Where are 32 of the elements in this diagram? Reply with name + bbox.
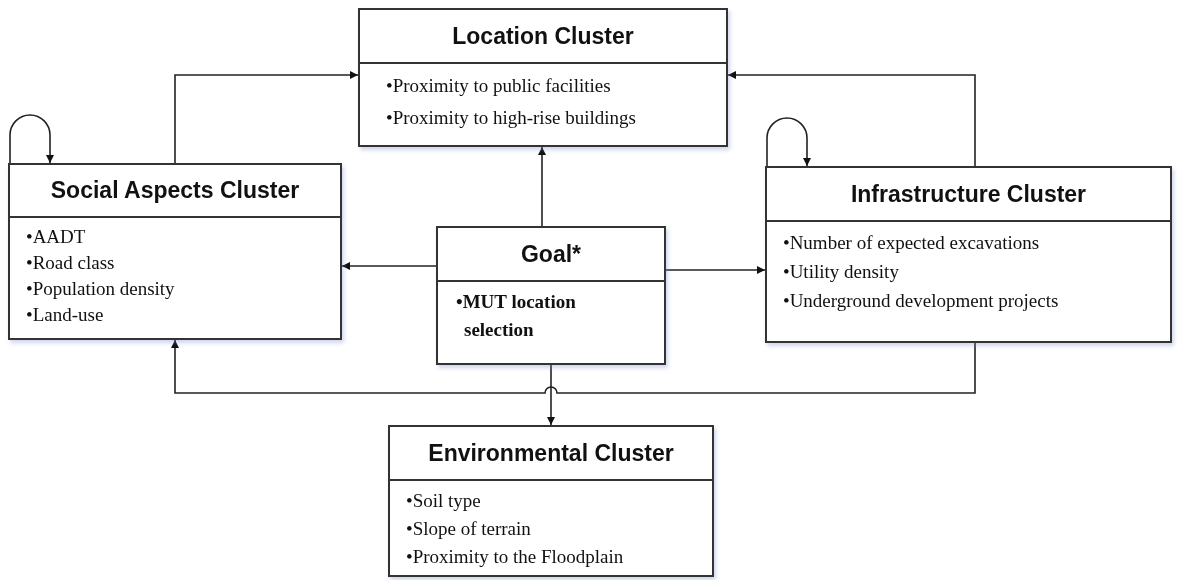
arrow (171, 339, 976, 394)
cluster-box (358, 8, 728, 147)
arrow (341, 262, 437, 270)
bullet-item: •Number of expected excavations (783, 231, 1041, 255)
arrow (9, 114, 54, 164)
bullet-item: •AADT (26, 225, 87, 249)
cluster-box (8, 163, 342, 340)
cluster-box (436, 226, 666, 365)
arrow (547, 364, 555, 426)
cluster-title: Social Aspects Cluster (50, 177, 300, 204)
bullet-item: •Population density (26, 277, 176, 301)
cluster-box (388, 425, 714, 577)
cluster-title: Infrastructure Cluster (850, 180, 1087, 208)
arrow (727, 71, 976, 167)
cluster-title: Environmental Cluster (428, 439, 674, 467)
bullet-item: •Proximity to public facilities (386, 74, 612, 98)
arrow (538, 146, 546, 227)
arrow (665, 266, 766, 274)
arrow (766, 117, 811, 167)
bullet-item: •Underground development projects (783, 289, 1060, 313)
bullet-item: •Proximity to the Floodplain (406, 545, 625, 569)
cluster-title: Location Cluster (452, 22, 634, 50)
bullet-item: •Utility density (783, 260, 900, 284)
arrow (174, 71, 359, 164)
bullet-item: •Land-use (26, 303, 105, 327)
bullet-item: •Proximity to high-rise buildings (386, 106, 637, 130)
cluster-box (765, 166, 1172, 343)
bullet-item: •Road class (26, 251, 116, 275)
bullet-item: •Slope of terrain (406, 517, 532, 541)
bullet-item: •Soil type (406, 489, 482, 513)
bullet-item: •MUT location selection (456, 290, 577, 342)
cluster-title: Goal* (520, 240, 582, 268)
